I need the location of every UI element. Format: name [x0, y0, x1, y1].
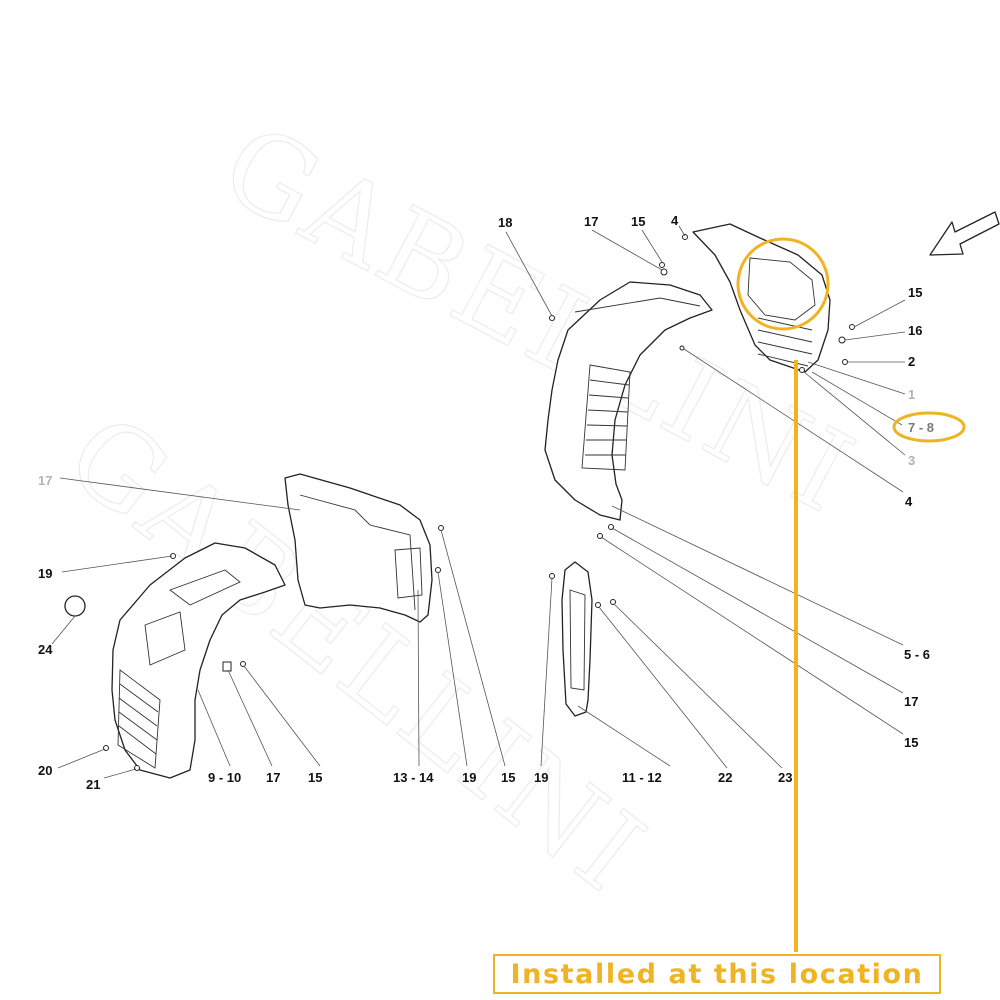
screw-19-mid: [435, 567, 441, 573]
callout-23: 23: [778, 770, 792, 785]
screw-15-top: [659, 262, 665, 268]
callout-24: 24: [38, 642, 53, 657]
callout-13-14: 13 - 14: [393, 770, 434, 785]
screw-15-right: [849, 324, 855, 330]
screw-18: [549, 315, 555, 321]
screw-20: [103, 745, 109, 751]
clip-3: [799, 367, 805, 373]
callout-2: 2: [908, 354, 915, 369]
callout-4-right: 4: [905, 494, 913, 509]
screw-22: [595, 602, 601, 608]
screw-15-left: [240, 661, 246, 667]
leader-lines: [51, 225, 906, 779]
screw-19-right: [549, 573, 555, 579]
callout-20: 20: [38, 763, 52, 778]
install-highlight: [736, 237, 966, 952]
callout-15-right: 15: [908, 285, 922, 300]
callout-7-8: 7 - 8: [908, 420, 934, 435]
highlight-circle-callout: [892, 411, 966, 443]
wheel-arch-liner-rear: [111, 542, 286, 779]
screw-23: [610, 599, 616, 605]
callout-15-bottom-right: 15: [904, 735, 918, 750]
callout-15-mid: 15: [501, 770, 515, 785]
callout-19-right: 19: [534, 770, 548, 785]
callout-3: 3: [908, 453, 915, 468]
clip-4: [679, 345, 685, 351]
wheel-arch-liner-front-upper: [692, 223, 831, 373]
splash-shield-bracket: [561, 561, 593, 717]
wheel-arch-liner-front-main: [544, 281, 713, 521]
callout-19-mid: 19: [462, 770, 476, 785]
clip-21: [134, 765, 140, 771]
callout-19-left: 19: [38, 566, 52, 581]
callout-22: 22: [718, 770, 732, 785]
callout-17-left: 17: [38, 473, 52, 488]
nut-16: [838, 336, 846, 344]
nut-17-left: [222, 661, 232, 672]
callout-18: 18: [498, 215, 512, 230]
screw-4-top: [682, 234, 688, 240]
callout-labels: 18 17 15 4 15 16 2 1 7 - 8 3 4 17 19 24 …: [38, 213, 934, 792]
callout-11-12: 11 - 12: [622, 770, 662, 785]
screw-15-mid: [438, 525, 444, 531]
direction-arrow-icon: [929, 211, 1000, 256]
callout-15-top: 15: [631, 214, 645, 229]
callout-17-top: 17: [584, 214, 598, 229]
install-location-banner: Installed at this location: [493, 954, 941, 994]
callout-17-bottom: 17: [266, 770, 280, 785]
callout-17-bottom-right: 17: [904, 694, 918, 709]
install-location-text: Installed at this location: [510, 958, 924, 990]
callout-15-bottom: 15: [308, 770, 322, 785]
callout-1: 1: [908, 387, 915, 402]
screw-2: [842, 359, 848, 365]
callout-9-10: 9 - 10: [208, 770, 241, 785]
callout-21: 21: [86, 777, 100, 792]
callout-16: 16: [908, 323, 922, 338]
callout-5-6: 5 - 6: [904, 647, 930, 662]
grommet-24: [64, 595, 86, 617]
nut-17-top: [660, 268, 668, 276]
rear-liner-panel: [284, 473, 433, 623]
highlight-circle-part: [736, 237, 830, 331]
callout-4-top: 4: [671, 213, 679, 228]
